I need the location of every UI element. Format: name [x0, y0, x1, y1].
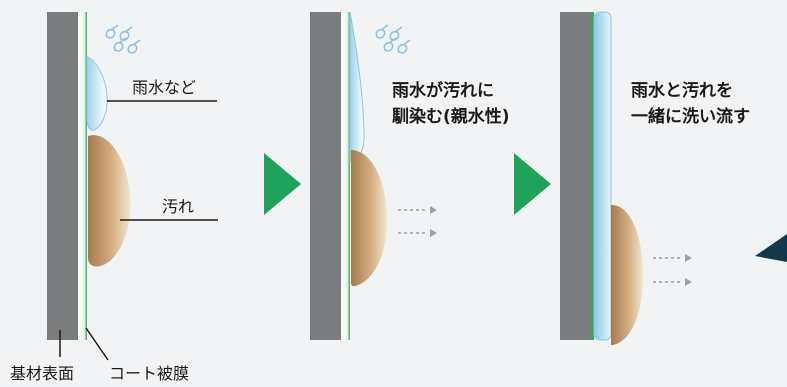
step-arrow-2 [514, 153, 551, 215]
coating-film [341, 12, 350, 340]
panel-2-caption-line-1: 雨水が汚れに [392, 81, 494, 101]
panel-3-caption: 雨水と汚れを 一緒に洗い流す [631, 78, 750, 131]
panel-3-caption-line-2: 一緒に洗い流す [631, 107, 750, 128]
rain-drops-icon [375, 24, 411, 54]
substrate-label: 基材表面 [10, 364, 75, 383]
dirt-blob [88, 135, 131, 267]
spreading-water [349, 11, 365, 163]
dirt-blob [611, 204, 644, 345]
rain-drops-icon [105, 24, 141, 54]
dirt-blob [351, 150, 387, 287]
panel-1 [47, 12, 218, 361]
panel-3 [560, 11, 692, 345]
panel-2 [310, 11, 437, 340]
step-arrow-1 [264, 153, 301, 215]
coating-label: コート被膜 [109, 364, 190, 383]
substrate-wall [560, 12, 591, 340]
coating-leader-line [85, 327, 109, 361]
panel-3-caption-line-1: 雨水と汚れを [631, 81, 733, 101]
water-film [593, 11, 612, 341]
coating-film [78, 12, 87, 340]
panel-2-caption: 雨水が汚れに 馴染む(親水性) [392, 78, 510, 131]
rain-label: 雨水など [132, 78, 197, 97]
substrate-wall [47, 12, 78, 340]
motion-arrows [653, 254, 692, 286]
dark-corner-shape [755, 234, 787, 262]
substrate-wall [310, 12, 341, 340]
rain-droplet [86, 56, 108, 131]
coating-edge [591, 12, 594, 340]
motion-arrows [398, 206, 437, 237]
panel-2-caption-line-2: 馴染む(親水性) [392, 107, 510, 128]
dirt-label: 汚れ [162, 197, 195, 216]
